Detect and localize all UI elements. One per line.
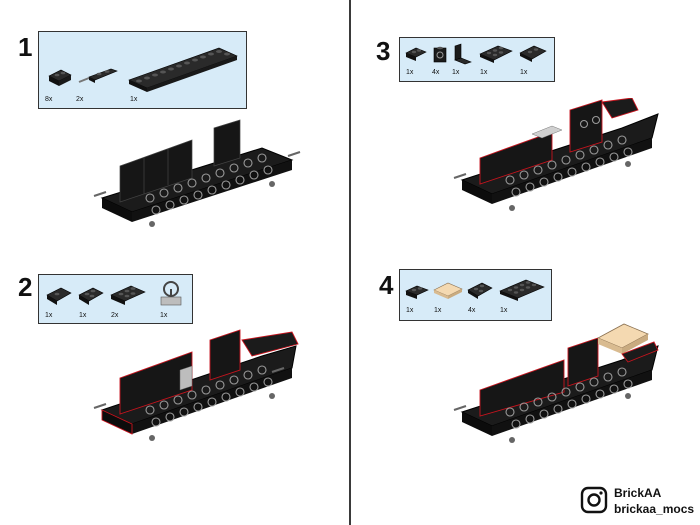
wedge-plate-icon xyxy=(46,287,72,305)
step-2-qty-1: 1x xyxy=(45,312,53,319)
step-1-qty-2: 2x xyxy=(76,96,84,103)
wedge-plate-icon xyxy=(519,45,547,62)
step-2-qty-2: 1x xyxy=(79,312,87,319)
plate-2x3-icon xyxy=(110,285,146,305)
step-2-model xyxy=(93,329,299,441)
plate-2x3-icon xyxy=(479,45,513,63)
page-divider xyxy=(349,0,351,525)
step-1-model xyxy=(93,119,301,227)
plate-2x2-corner-icon xyxy=(467,282,493,299)
step-3-qty-3: 1x xyxy=(452,69,460,76)
brand-handle: brickaa_mocs xyxy=(614,502,695,516)
brand-signature: BrickAA brickaa_mocs xyxy=(580,483,700,523)
step-4-parts-callout: 1x 1x 4x 1x xyxy=(399,269,552,321)
step-2-number: 2 xyxy=(18,272,33,302)
step-4-qty-2: 1x xyxy=(434,307,442,314)
step-3-number: 3 xyxy=(376,36,391,66)
step-3-qty-2: 4x xyxy=(432,69,440,76)
step-4-qty-3: 4x xyxy=(468,307,476,314)
step-1-qty-1: 8x xyxy=(45,96,53,103)
step-2-parts-callout: 1x 1x 2x 1x xyxy=(38,274,193,324)
plate-2x4-icon xyxy=(499,279,545,301)
tan-tile-2x2-icon xyxy=(433,282,463,299)
plate-1x2-icon xyxy=(405,285,429,299)
plate-2x2-corner-icon xyxy=(78,287,104,305)
step-3-model xyxy=(453,98,659,211)
step-1-qty-3: 1x xyxy=(130,96,138,103)
steering-wheel-icon xyxy=(160,281,182,306)
plate-1x2-icon xyxy=(405,47,427,61)
step-1-number: 1 xyxy=(18,32,33,62)
step-2-qty-4: 1x xyxy=(160,312,168,319)
brand-name: BrickAA xyxy=(614,486,662,500)
brick-1x1-studs-icon xyxy=(433,46,447,63)
instagram-icon xyxy=(580,486,608,514)
plate-1x2-icon xyxy=(48,69,72,86)
step-3-parts-callout: 1x 4x 1x 1x 1x xyxy=(399,37,555,82)
bracket-icon xyxy=(454,43,472,65)
step-4-qty-4: 1x xyxy=(500,307,508,314)
plate-1x12-icon xyxy=(128,47,238,92)
step-3-qty-5: 1x xyxy=(520,69,528,76)
step-1-parts-callout: 8x 2x 1x xyxy=(38,31,247,109)
bar-with-pin-icon xyxy=(78,68,118,83)
step-4-model xyxy=(453,323,659,443)
step-3-qty-1: 1x xyxy=(406,69,414,76)
step-2-qty-3: 2x xyxy=(111,312,119,319)
step-4-qty-1: 1x xyxy=(406,307,414,314)
step-4-number: 4 xyxy=(379,270,394,300)
step-3-qty-4: 1x xyxy=(480,69,488,76)
